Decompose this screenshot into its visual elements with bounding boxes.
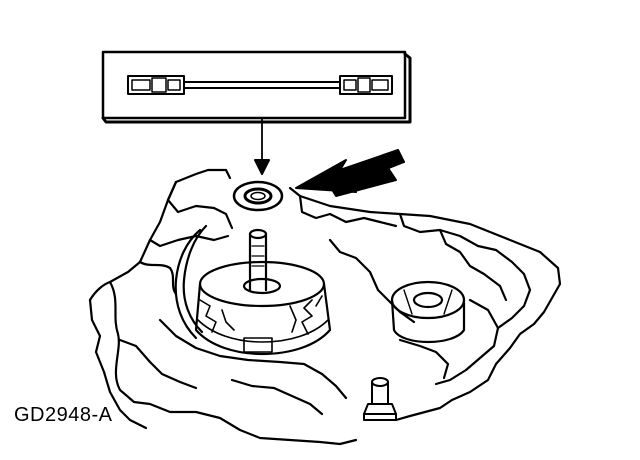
pointer-arrow: [295, 149, 405, 197]
case-bolt: [363, 377, 397, 421]
leader-arrow: [254, 117, 270, 175]
detail-inset: [101, 50, 412, 124]
transmission-case: [88, 168, 562, 446]
inset-shadow: [101, 52, 412, 124]
clutch-drum-assembly: [194, 228, 332, 356]
figure-id-label: GD2948-A: [14, 404, 113, 426]
thrust-bearing: [232, 180, 284, 212]
inset-frame: [101, 50, 407, 120]
bearing-section: [127, 75, 393, 95]
case-boss: [390, 280, 466, 344]
